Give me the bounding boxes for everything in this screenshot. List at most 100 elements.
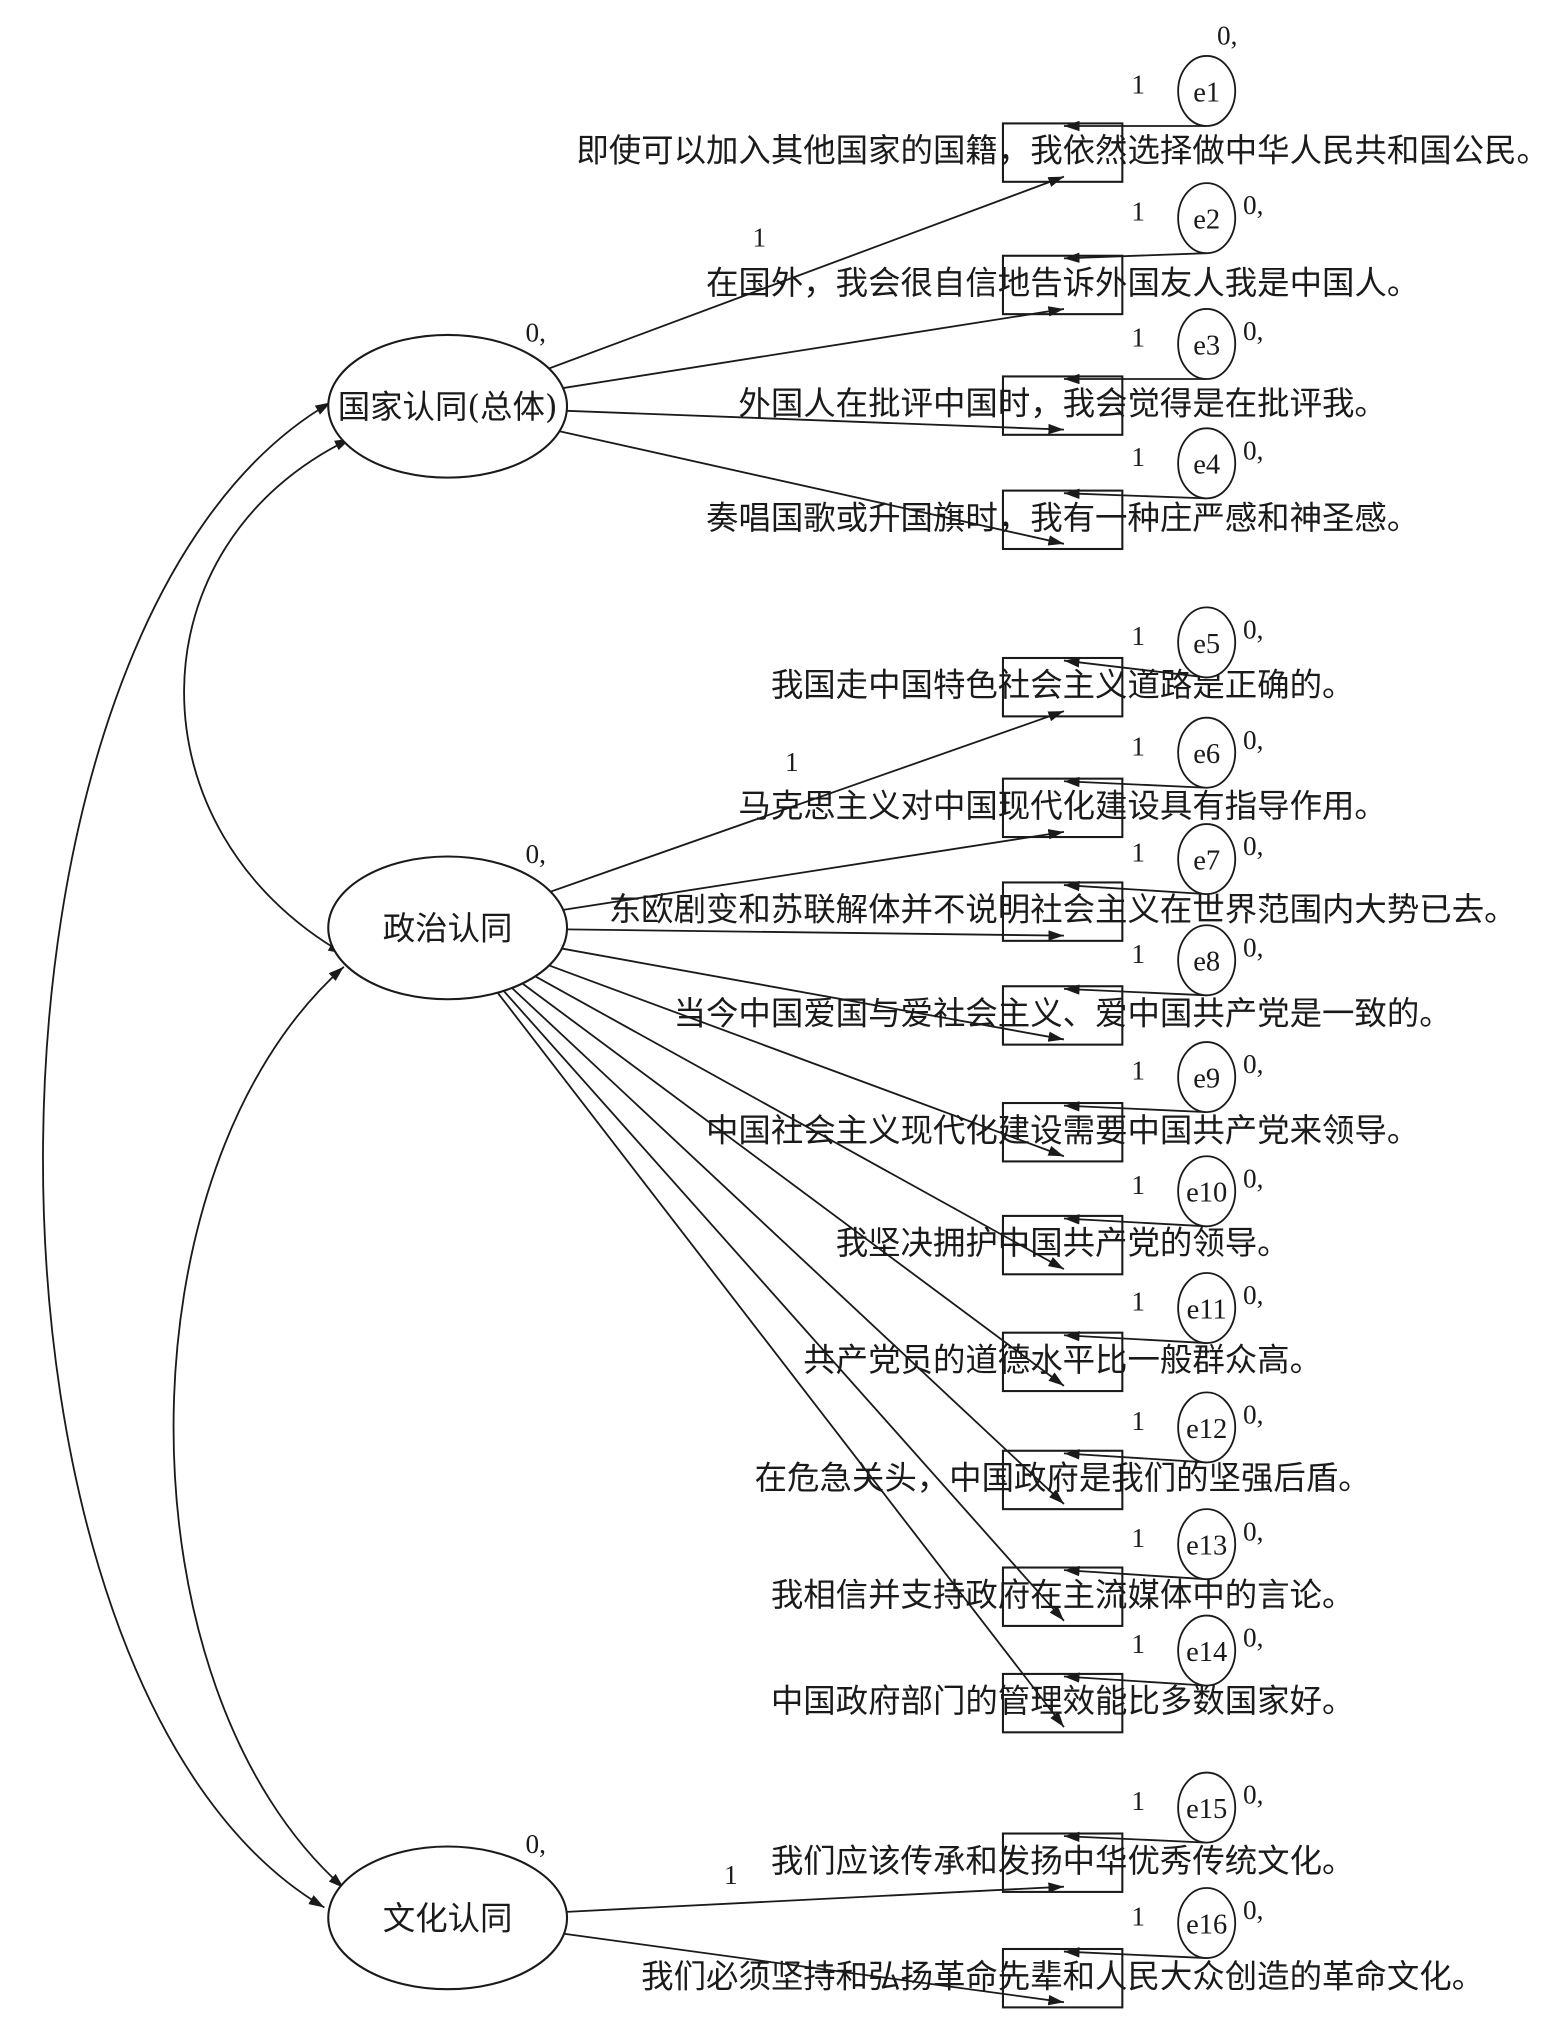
indicator-text: 奏唱国歌或升国旗时，我有一种庄严感和神圣感。 xyxy=(706,499,1419,537)
error-circle xyxy=(1177,1041,1237,1114)
error-circle xyxy=(1177,55,1237,127)
indicator-text: 中国政府部门的管理效能比多数国家好。 xyxy=(771,1682,1355,1720)
indicator-box xyxy=(1001,1566,1124,1627)
error-variance-label: 0, xyxy=(1243,1163,1263,1193)
error-loading-label: 1 xyxy=(1131,939,1145,969)
loading-path-arrow xyxy=(496,992,1065,1728)
loading-path-arrow xyxy=(566,928,1064,941)
latent-variance-label: 0, xyxy=(525,839,545,869)
error-circle xyxy=(1177,308,1237,380)
error-label: e3 xyxy=(1193,330,1220,361)
indicator-text: 马克思主义对中国现代化建设具有指导作用。 xyxy=(738,787,1386,825)
error-path-arrow xyxy=(1063,657,1207,679)
error-variance-label: 0, xyxy=(1243,1516,1263,1546)
error-loading-label: 1 xyxy=(1131,731,1145,761)
error-label: e9 xyxy=(1193,1063,1220,1094)
error-loading-label: 1 xyxy=(1131,1170,1145,1200)
error-loading-label: 1 xyxy=(1131,442,1145,472)
error-circle xyxy=(1177,924,1237,997)
latent-ellipse xyxy=(327,1845,569,1991)
loading-label: 1 xyxy=(753,223,767,253)
loading-label: 1 xyxy=(785,747,799,777)
error-variance-label: 0, xyxy=(1243,190,1263,220)
error-variance-label: 0, xyxy=(1243,1780,1263,1810)
indicator-box xyxy=(1001,489,1124,551)
indicator-box xyxy=(1001,1672,1124,1734)
error-circle xyxy=(1177,1771,1237,1844)
error-variance-label: 0, xyxy=(1243,1895,1263,1925)
loading-path-arrow xyxy=(561,947,1065,1042)
error-path-arrow xyxy=(1063,984,1207,997)
indicator-text: 当今中国爱国与爱社会主义、爱中国共产党是一致的。 xyxy=(674,995,1452,1033)
error-circle xyxy=(1177,182,1237,255)
indicator-box xyxy=(1001,881,1124,942)
error-path-arrow xyxy=(1063,1672,1207,1687)
error-loading-label: 1 xyxy=(1131,1902,1145,1932)
indicator-box xyxy=(1001,375,1124,436)
indicator-box xyxy=(1001,1331,1124,1393)
indicator-box xyxy=(1001,1449,1124,1511)
error-loading-label: 1 xyxy=(1131,197,1145,227)
error-path-arrow xyxy=(1063,776,1207,789)
error-path-arrow xyxy=(1063,488,1207,500)
error-loading-label: 1 xyxy=(1131,1406,1145,1436)
indicator-box xyxy=(1001,1214,1124,1276)
latent-label: 文化认同 xyxy=(383,1900,513,1938)
latent-ellipse xyxy=(327,855,569,1001)
indicator-text: 我们必须坚持和弘扬革命先辈和人民大众创造的革命文化。 xyxy=(641,1957,1484,1995)
error-label: e13 xyxy=(1186,1531,1227,1562)
error-circle xyxy=(1177,1614,1237,1687)
error-path-arrow xyxy=(1063,1947,1207,1959)
indicator-box xyxy=(1001,1101,1124,1163)
error-label: e7 xyxy=(1193,845,1220,876)
error-variance-label: 0, xyxy=(1243,831,1263,861)
loading-path-arrow xyxy=(566,1882,1064,1913)
error-loading-label: 1 xyxy=(1131,1287,1145,1317)
loading-paths xyxy=(496,120,1207,2006)
error-variance-label: 0, xyxy=(1243,1400,1263,1430)
indicator-box xyxy=(1001,254,1124,316)
error-variance-label: 0, xyxy=(1243,615,1263,645)
indicator-text: 我国走中国特色社会主义道路是正确的。 xyxy=(771,666,1355,704)
error-loading-label: 1 xyxy=(1131,70,1145,100)
error-loading-label: 1 xyxy=(1131,838,1145,868)
loading-path-arrow xyxy=(563,1932,1065,2006)
loading-path-arrow xyxy=(511,987,1065,1505)
indicator-box xyxy=(1001,1832,1124,1893)
error-label: e8 xyxy=(1193,947,1220,978)
loading-path-arrow xyxy=(550,710,1065,893)
error-circle xyxy=(1177,427,1237,500)
indicator-text: 在国外，我会很自信地告诉外国友人我是中国人。 xyxy=(706,264,1419,302)
error-variance-label: 0, xyxy=(1243,435,1263,465)
latent-ellipse xyxy=(327,333,569,479)
error-loading-label: 1 xyxy=(1131,1786,1145,1816)
loading-path-arrow xyxy=(562,306,1065,389)
error-circle xyxy=(1177,606,1237,679)
error-path-arrow xyxy=(1063,1330,1207,1344)
latent-variance-label: 0, xyxy=(525,1829,545,1859)
error-loading-label: 1 xyxy=(1131,1056,1145,1086)
error-loading-label: 1 xyxy=(1131,1523,1145,1553)
error-path-arrow xyxy=(1063,1101,1207,1114)
covariance-arrow xyxy=(183,437,351,955)
indicator-text: 我坚决拥护中国共产党的领导。 xyxy=(836,1224,1290,1262)
error-circle xyxy=(1177,1272,1237,1344)
error-variance-label: 0, xyxy=(1243,1280,1263,1310)
indicator-text: 在危急关头，中国政府是我们的坚强后盾。 xyxy=(755,1459,1371,1497)
indicator-text: 东欧剧变和苏联解体并不说明社会主义在世界范围内大势已去。 xyxy=(609,891,1517,929)
indicator-box xyxy=(1001,985,1124,1046)
error-label: e10 xyxy=(1186,1178,1227,1209)
error-label: e6 xyxy=(1193,739,1220,770)
indicator-text: 我们应该传承和发扬中华优秀传统文化。 xyxy=(771,1842,1355,1880)
loading-path-arrow xyxy=(503,990,1065,1622)
error-circle xyxy=(1177,1155,1237,1228)
nodes: 国家认同(总体)0,政治认同0,文化认同0,即使可以加入其他国家的国籍，我依然选… xyxy=(327,20,1549,2009)
error-path-arrow xyxy=(1063,1214,1207,1228)
error-circle xyxy=(1177,1887,1237,1959)
indicator-text: 外国人在批评中国时，我会觉得是在批评我。 xyxy=(738,385,1386,423)
error-loading-label: 1 xyxy=(1131,323,1145,353)
error-path-arrow xyxy=(1063,1565,1207,1581)
loading-path-arrow xyxy=(563,829,1065,911)
